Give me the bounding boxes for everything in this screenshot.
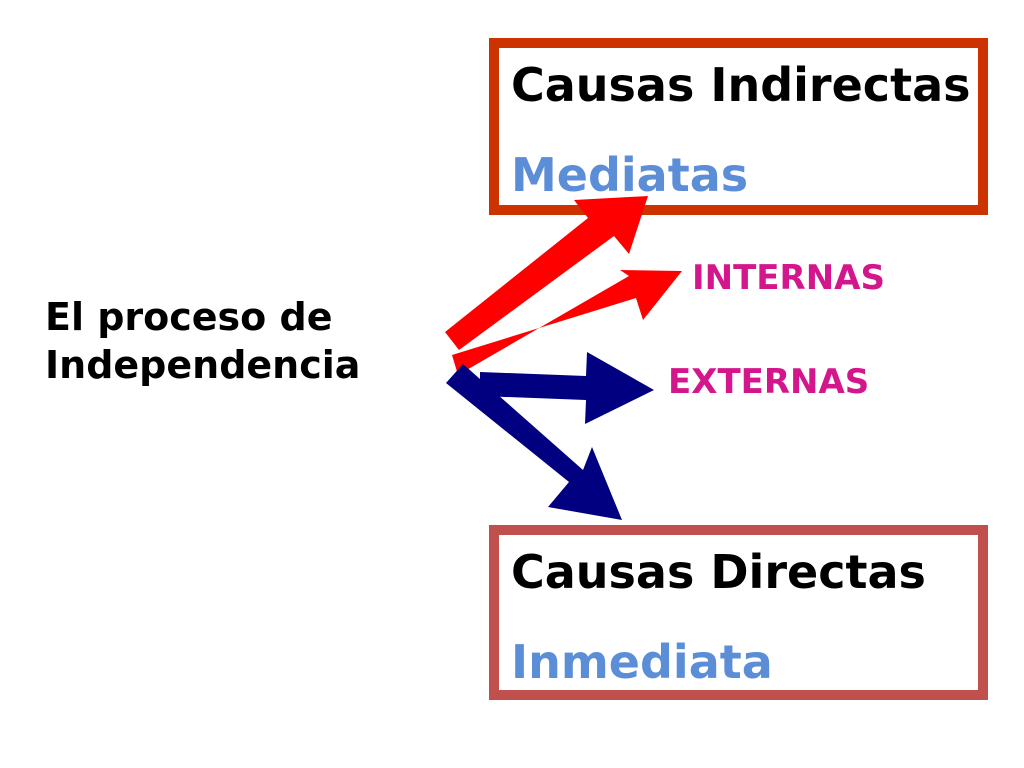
- arrow-to-indirect-causes: [445, 196, 648, 350]
- arrow-to-direct-causes: [446, 364, 622, 520]
- process-label-line-2: Independencia: [45, 343, 361, 387]
- direct-causes-subtitle: Inmediata: [511, 635, 773, 689]
- indirect-causes-box: Causas Indirectas Mediatas: [489, 38, 988, 215]
- direct-causes-title: Causas Directas: [511, 545, 926, 599]
- internas-label: INTERNAS: [692, 258, 885, 298]
- process-label: El proceso de Independencia: [45, 293, 445, 389]
- arrow-to-internas: [452, 270, 682, 375]
- arrow-to-externas: [480, 352, 654, 424]
- indirect-causes-title: Causas Indirectas: [511, 58, 971, 112]
- externas-label: EXTERNAS: [668, 362, 870, 402]
- direct-causes-box: Causas Directas Inmediata: [489, 525, 988, 700]
- process-label-line-1: El proceso de: [45, 295, 333, 339]
- indirect-causes-subtitle: Mediatas: [511, 148, 749, 202]
